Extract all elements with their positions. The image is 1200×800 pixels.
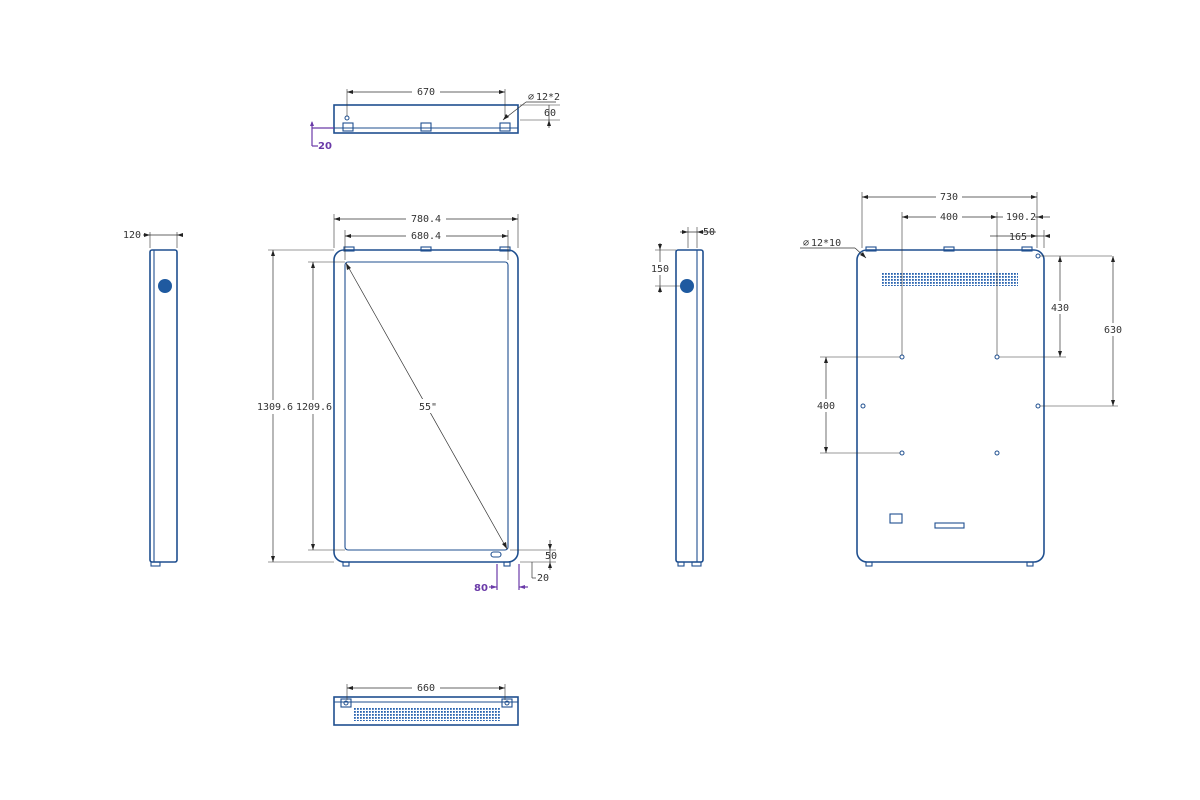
- dim-rear-right-offset: 190.2: [1006, 212, 1036, 223]
- dim-inner-height: 1209.6: [296, 402, 332, 413]
- corner-hole-icon: [1035, 253, 1041, 259]
- dim-outer-height: 1309.6: [257, 402, 293, 413]
- side-hole-icon: [1035, 403, 1041, 409]
- dim-vertical-short: 430: [1051, 303, 1069, 314]
- dim-right-thickness: 50: [703, 227, 715, 238]
- dim-bottom-width: 660: [417, 683, 435, 694]
- front-outer-frame: [333, 249, 519, 563]
- rear-vent-grille: [882, 272, 1018, 286]
- rear-view: 730 400 190.2 165 ⌀ 12*10 430: [800, 191, 1126, 567]
- dim-vesa-height: 400: [817, 401, 835, 412]
- bottom-view-body: [333, 696, 519, 726]
- dim-rear-edge-offset: 165: [1009, 232, 1027, 243]
- side-hole-icon: [860, 403, 866, 409]
- right-side-view: 50 150: [648, 227, 716, 567]
- dim-button-offset: 80: [474, 583, 488, 594]
- bottom-vent-grille: [354, 708, 500, 721]
- top-view: 670 ⌀ 12*2 60 20: [310, 86, 560, 152]
- bottom-view: 660: [333, 682, 519, 726]
- top-hole-icon: [344, 115, 350, 121]
- dim-rear-width: 730: [940, 192, 958, 203]
- dim-left-thickness: 120: [123, 230, 141, 241]
- vesa-hole-icon: [899, 450, 905, 456]
- vesa-hole-icon: [994, 354, 1000, 360]
- dim-outer-width: 780.4: [411, 214, 441, 225]
- top-view-body: [333, 104, 519, 134]
- front-screen: [344, 261, 509, 551]
- dim-top-width: 670: [417, 87, 435, 98]
- rear-body: [856, 249, 1045, 563]
- dim-bezel: 50: [545, 551, 557, 562]
- dim-knob-offset: 150: [651, 264, 669, 275]
- dim-inner-width: 680.4: [411, 231, 441, 242]
- knob-icon: [680, 279, 694, 293]
- vesa-hole-icon: [994, 450, 1000, 456]
- rear-slot-icon: [934, 522, 965, 529]
- dim-diagonal: 55": [419, 402, 437, 413]
- dim-vertical-long: 630: [1104, 325, 1122, 336]
- dim-top-depth: 60: [544, 108, 556, 119]
- diameter-symbol: ⌀: [528, 92, 534, 103]
- power-button-icon: [490, 551, 502, 558]
- dim-vesa-width: 400: [940, 212, 958, 223]
- right-side-body: [675, 249, 704, 563]
- knob-icon: [158, 279, 172, 293]
- left-side-view: 120: [123, 230, 183, 567]
- dim-rear-hole: 12*10: [811, 238, 841, 249]
- dim-top-offset: 20: [318, 141, 332, 152]
- front-view: 55" 780.4 680.4 1309.6 1209.6: [255, 213, 557, 594]
- rear-port-icon: [889, 513, 903, 524]
- diameter-symbol: ⌀: [803, 238, 809, 249]
- dim-top-hole: 12*2: [536, 92, 560, 103]
- dim-bottom-gap: 20: [537, 573, 549, 584]
- vesa-hole-icon: [899, 354, 905, 360]
- left-side-body: [149, 249, 178, 563]
